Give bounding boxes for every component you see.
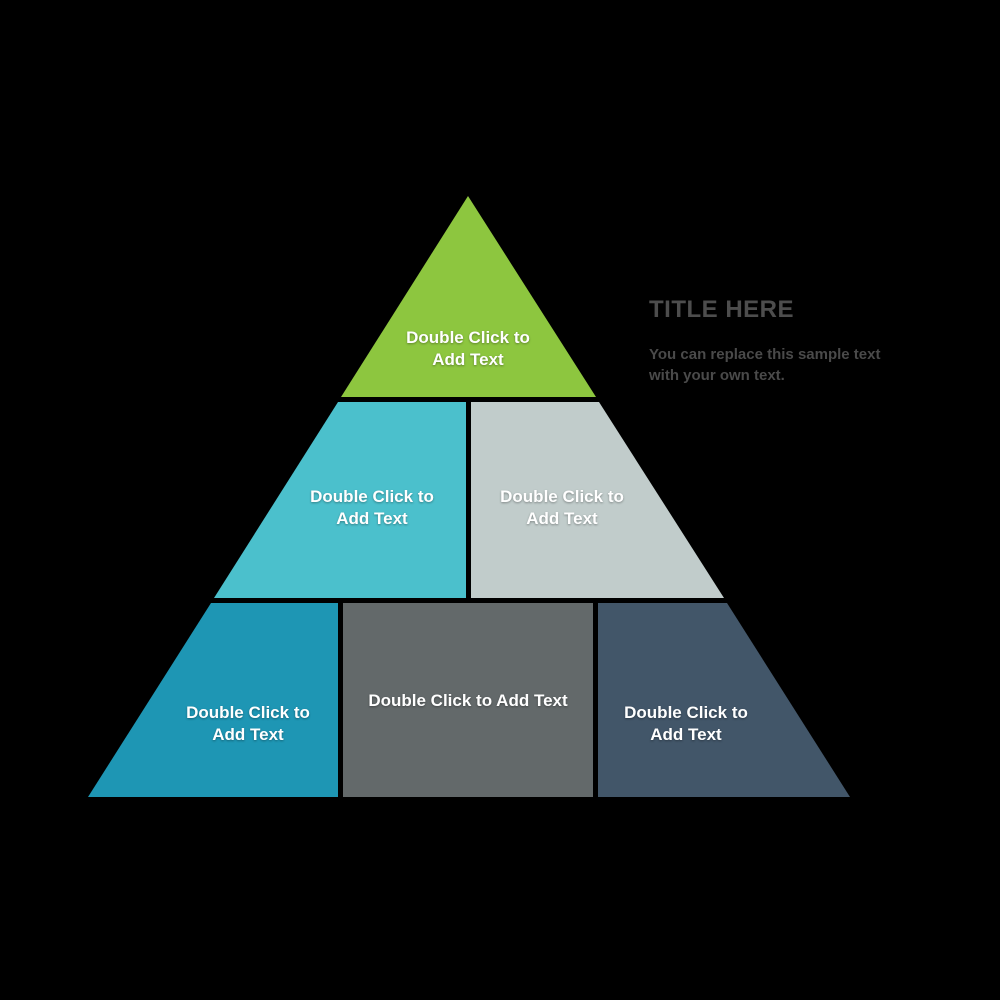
subtitle-line: with your own text. [649, 367, 785, 384]
segment-label-line: Add Text [432, 350, 504, 369]
title-block: TITLE HERE You can replace this sample t… [649, 297, 949, 386]
pyramid-segment-mid-left[interactable] [214, 402, 466, 598]
segment-label-mid-left[interactable]: Double Click to Add Text [310, 486, 434, 530]
diagram-subtitle[interactable]: You can replace this sample text with yo… [649, 344, 949, 386]
segment-label-bottom-left[interactable]: Double Click to Add Text [186, 702, 310, 746]
pyramid-segment-bottom-left[interactable] [88, 603, 338, 797]
segment-label-line: Double Click to Add Text [368, 691, 568, 710]
diagram-title[interactable]: TITLE HERE [649, 296, 795, 323]
pyramid-segment-bottom-middle[interactable] [343, 603, 593, 797]
segment-label-line: Double Click to [406, 328, 530, 347]
segment-label-mid-right[interactable]: Double Click to Add Text [500, 486, 624, 530]
subtitle-line: You can replace this sample text [649, 346, 881, 363]
segment-label-line: Double Click to [624, 703, 748, 722]
pyramid-segment-bottom-right[interactable] [598, 603, 850, 797]
segment-label-top[interactable]: Double Click to Add Text [406, 327, 530, 371]
segment-label-line: Add Text [526, 509, 598, 528]
segment-label-bottom-middle[interactable]: Double Click to Add Text [368, 690, 567, 712]
pyramid-segment-top[interactable] [341, 196, 596, 397]
segment-label-line: Add Text [212, 725, 284, 744]
segment-label-line: Double Click to [310, 487, 434, 506]
pyramid-segment-mid-right[interactable] [471, 402, 724, 598]
segment-label-line: Add Text [336, 509, 408, 528]
segment-label-line: Add Text [650, 725, 722, 744]
segment-label-line: Double Click to [186, 703, 310, 722]
segment-label-bottom-right[interactable]: Double Click to Add Text [624, 702, 748, 746]
segment-label-line: Double Click to [500, 487, 624, 506]
